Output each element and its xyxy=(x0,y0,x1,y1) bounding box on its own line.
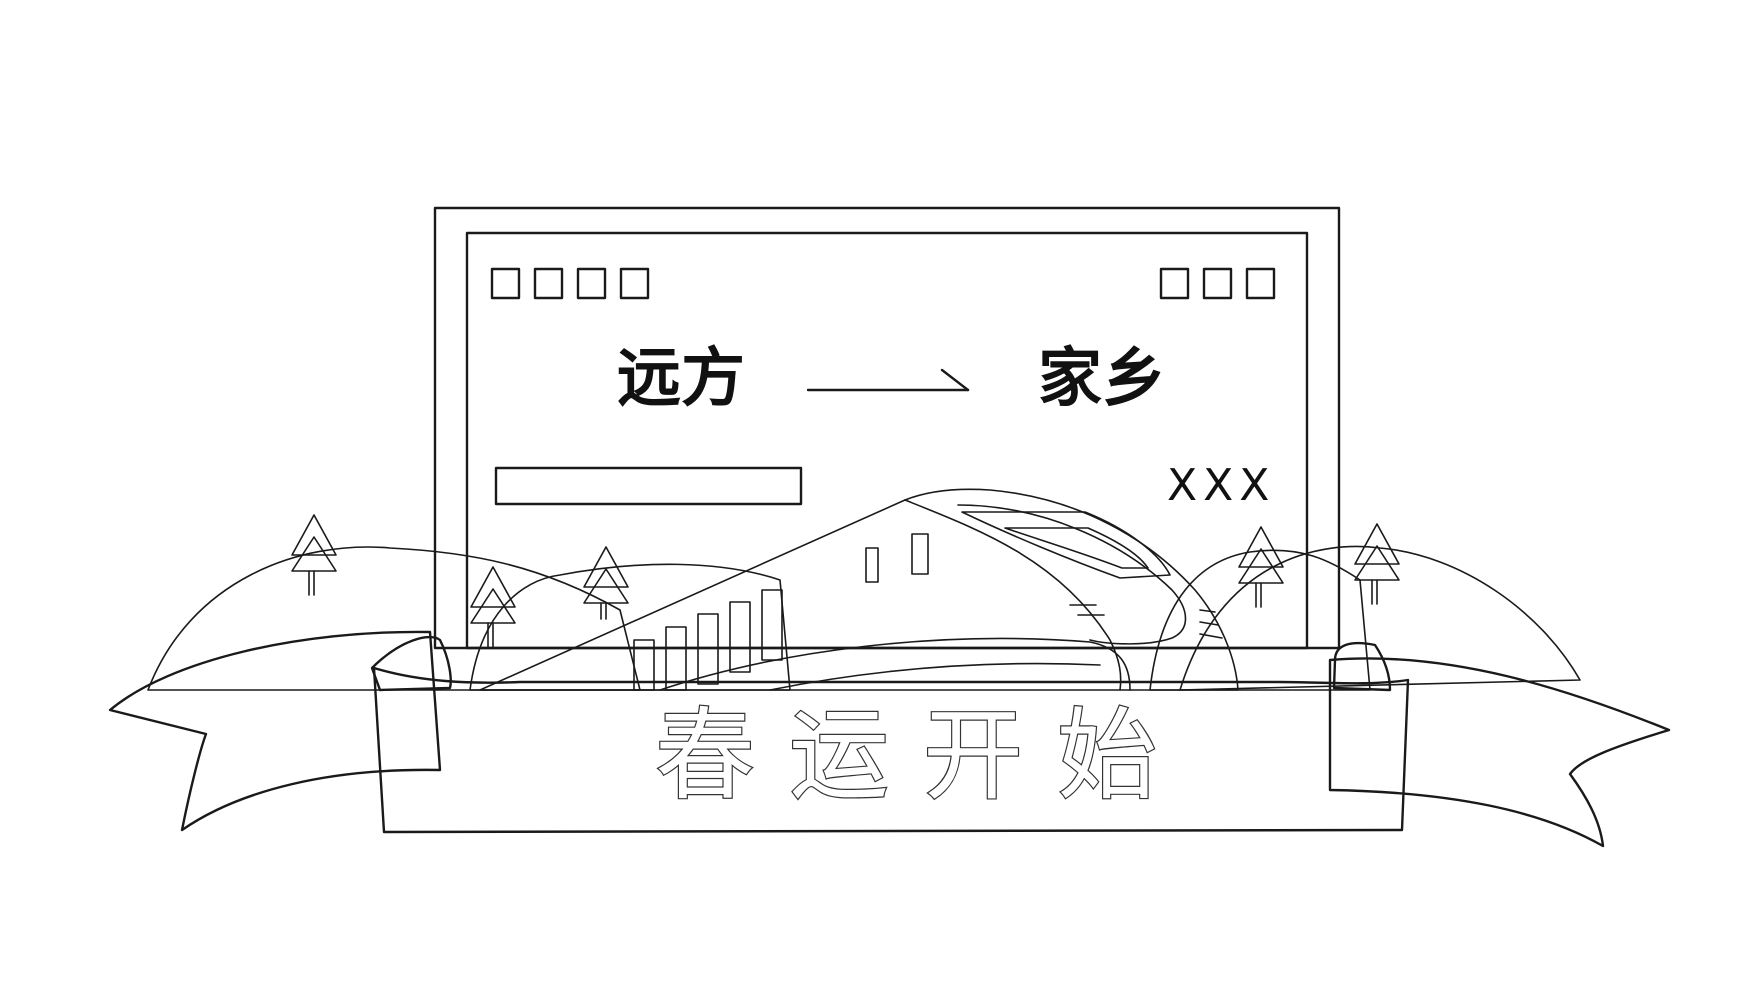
train-headlight-stripes xyxy=(1069,604,1223,639)
ticket-number-boxes-right xyxy=(1159,267,1276,300)
ticket-code: XXX xyxy=(1167,460,1275,511)
train-underside xyxy=(769,662,1101,691)
ribbon-main-band xyxy=(372,666,1410,834)
route-arrow-icon xyxy=(806,368,970,392)
high-speed-train-icon xyxy=(479,488,1239,691)
hill-left xyxy=(147,546,641,691)
train-ticket: 远方 家乡 XXX xyxy=(433,206,1341,650)
train-lower-curve xyxy=(659,637,1131,691)
train-windshield-inner xyxy=(1004,527,1149,569)
ticket-barcode-bar xyxy=(494,466,803,506)
train-windows xyxy=(633,533,929,691)
banner-title: 春运开始 xyxy=(655,697,1191,814)
ribbon-right-tail xyxy=(1328,657,1671,848)
tree-icon xyxy=(1238,526,1284,608)
ribbon-left-curl xyxy=(370,635,452,692)
train-windshield xyxy=(961,511,1171,579)
hill-right xyxy=(1179,545,1581,691)
tree-icon xyxy=(1354,523,1400,605)
tree-icon xyxy=(291,514,337,596)
train-nose-line xyxy=(904,499,1122,691)
ribbon-right-curl xyxy=(1332,641,1392,692)
hill-right-small xyxy=(1149,549,1371,691)
ribbon-banner: 春运开始 xyxy=(108,630,1671,848)
train-body xyxy=(479,488,1239,691)
tree-icons xyxy=(291,514,1400,648)
ticket-number-boxes-left xyxy=(490,267,650,300)
tree-icon xyxy=(583,546,629,620)
hill-middle xyxy=(469,563,791,691)
ribbon-left-tail xyxy=(108,630,442,832)
train-nose-outline xyxy=(957,504,1187,645)
ticket-inner-panel xyxy=(465,231,1309,650)
tree-icon xyxy=(470,566,516,648)
hills xyxy=(147,545,1581,691)
ticket-origin: 远方 xyxy=(617,342,745,416)
ticket-destination: 家乡 xyxy=(1038,342,1166,416)
